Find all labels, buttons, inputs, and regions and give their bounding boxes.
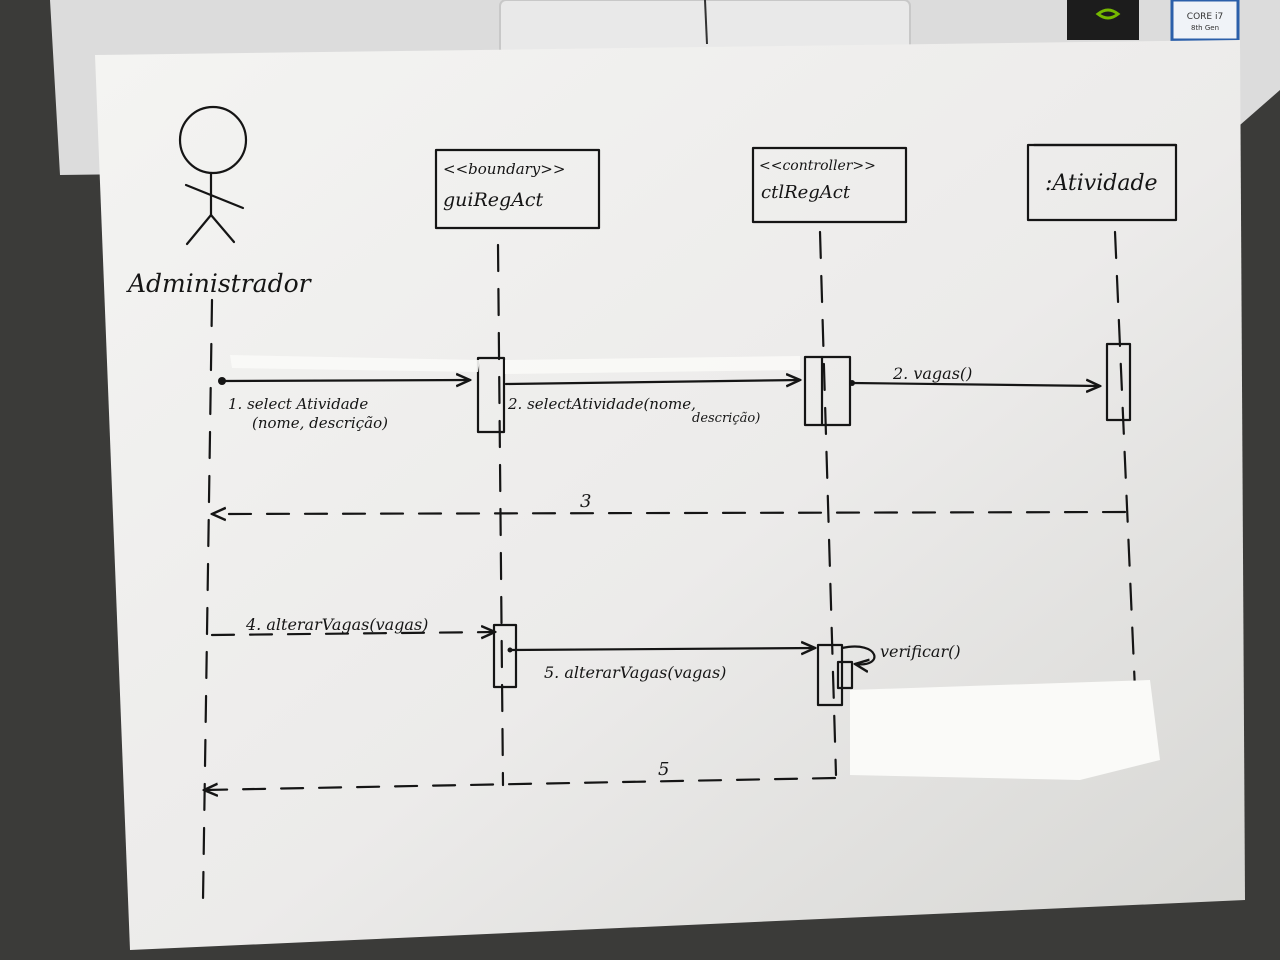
message-1: 1. select Atividade (nome, descrição) — [218, 377, 470, 432]
object-ctl-reg-act: <<controller>> ctlRegAct — [751, 146, 908, 224]
message-4-arrow — [210, 632, 495, 635]
return-3: 3 — [212, 491, 1127, 514]
return-3-arrow — [212, 512, 1127, 514]
return-3-label: 3 — [580, 491, 591, 512]
nvidia-icon — [1095, 8, 1121, 20]
message-2-arrow — [504, 380, 800, 384]
stick-figure-icon — [178, 105, 248, 246]
lifeline-administrador — [201, 298, 214, 902]
lifeline-atividade — [1113, 230, 1137, 692]
message-4: 4. alterarVagas(vagas) — [210, 615, 495, 635]
lifeline-ctl-reg-act — [818, 230, 838, 777]
object-gui-reg-act: <<boundary>> guiRegAct — [434, 148, 601, 230]
activation-gui-1 — [476, 356, 506, 434]
message-2-params: descrição) — [692, 411, 760, 426]
message-2-vagas: 2. vagas() — [849, 364, 1100, 386]
activation-ctl-self — [836, 660, 854, 690]
object-name: ctlRegAct — [761, 182, 851, 203]
message-4-label: 4. alterarVagas(vagas) — [245, 615, 428, 634]
return-5: 5 — [204, 759, 837, 790]
object-name: guiRegAct — [443, 189, 544, 211]
message-2-vagas-label: 2. vagas() — [892, 364, 972, 383]
nvidia-sticker — [1067, 0, 1139, 40]
message-1-params: (nome, descrição) — [252, 414, 388, 432]
return-5-label: 5 — [658, 759, 669, 780]
message-2-label: 2. selectAtividade(nome, — [507, 395, 696, 413]
activation-ctl-2 — [816, 643, 844, 707]
activation-gui-2 — [492, 623, 518, 689]
message-5: 5. alterarVagas(vagas) — [507, 648, 816, 682]
self-call-arrow — [840, 645, 876, 665]
object-stereotype: <<boundary>> — [443, 160, 565, 178]
intel-badge-text: CORE i7 — [1187, 12, 1223, 22]
self-call-verificar: verificar() — [840, 642, 961, 665]
activation-ctl-1 — [803, 355, 852, 427]
return-5-arrow — [204, 776, 837, 790]
intel-badge-subtext: 8th Gen — [1191, 24, 1219, 32]
correction-fluid — [850, 680, 1160, 780]
message-2: 2. selectAtividade(nome, descrição) — [504, 380, 800, 426]
activation-atividade — [1105, 342, 1132, 422]
actor-label: Administrador — [126, 269, 313, 298]
correction-fluid — [505, 356, 800, 374]
message-5-label: 5. alterarVagas(vagas) — [544, 663, 726, 682]
lifeline-gui-reg-act — [496, 243, 505, 787]
object-stereotype: <<controller>> — [759, 158, 876, 174]
actor-administrador: Administrador — [126, 105, 313, 298]
message-1-label: 1. select Atividade — [228, 395, 368, 413]
correction-fluid — [230, 355, 480, 372]
self-call-label: verificar() — [880, 642, 961, 661]
message-2-vagas-arrow — [850, 383, 1100, 386]
object-atividade: :Atividade — [1026, 143, 1178, 222]
intel-sticker — [1170, 0, 1240, 42]
message-5-arrow — [508, 648, 815, 650]
object-name: :Atividade — [1045, 171, 1158, 196]
message-1-arrow — [220, 380, 470, 381]
